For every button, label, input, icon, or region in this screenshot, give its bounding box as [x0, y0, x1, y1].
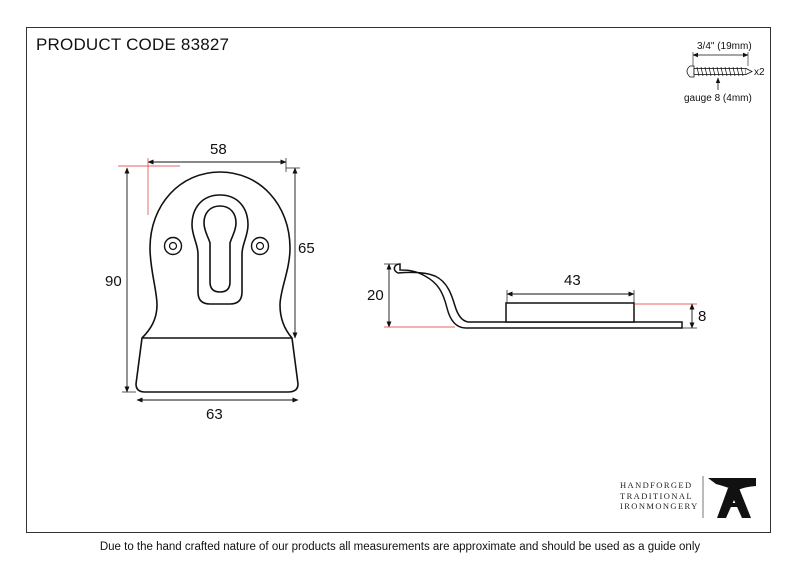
brand-line: IRONMONGERY [620, 501, 699, 511]
footer-note: Due to the hand crafted nature of our pr… [99, 541, 701, 553]
drawing-frame [26, 27, 771, 533]
screw-gauge-label: gauge 8 (4mm) [684, 93, 752, 104]
screw-hole-left [163, 236, 183, 256]
side-profile [393, 263, 683, 329]
dim-height-total: 90 [105, 273, 122, 290]
brand-text: HANDFORGED TRADITIONAL IRONMONGERY [620, 480, 699, 512]
screw-icon [686, 65, 753, 78]
brand-line: HANDFORGED [620, 480, 693, 490]
anvil-logo-icon [708, 478, 756, 518]
dim-height-upper: 65 [298, 240, 315, 257]
screw-length-label: 3/4" (19mm) [697, 41, 752, 52]
dim-top-width: 58 [210, 141, 227, 158]
dim-base-length: 43 [564, 272, 581, 289]
screw-spec: 3/4" (19mm) x2 gauge 8 (4mm) [684, 41, 765, 104]
dim-side-height: 20 [367, 287, 384, 304]
side-view: 20 43 8 [367, 263, 706, 329]
screw-quantity-label: x2 [754, 67, 765, 78]
screw-hole-right [250, 236, 270, 256]
front-view: 58 90 65 63 [105, 141, 315, 423]
brand-line: TRADITIONAL [620, 490, 693, 501]
keyhole-icon [203, 205, 237, 293]
side-base-block [505, 302, 635, 323]
dim-thickness: 8 [698, 308, 706, 325]
dim-bottom-width: 63 [206, 406, 223, 423]
product-code: PRODUCT CODE 83827 [36, 35, 230, 54]
